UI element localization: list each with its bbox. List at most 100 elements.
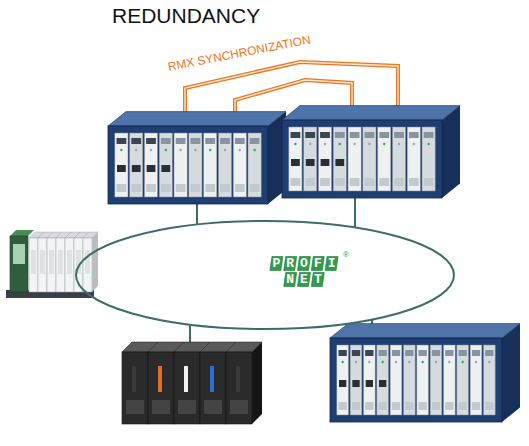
status-led xyxy=(353,143,355,145)
status-led xyxy=(324,143,326,145)
status-led xyxy=(383,143,385,145)
head-module-top xyxy=(10,230,34,236)
module-panel xyxy=(432,350,440,356)
module-port xyxy=(352,380,359,387)
io-module xyxy=(115,133,128,197)
io-module xyxy=(337,345,349,415)
module-terminal xyxy=(85,250,90,274)
module-label xyxy=(117,184,127,192)
io-module xyxy=(378,127,391,191)
io-module xyxy=(470,345,482,415)
io-module xyxy=(350,345,362,415)
io-module xyxy=(189,133,202,197)
controller-rack xyxy=(330,324,520,422)
module-vent xyxy=(152,400,170,414)
io-module xyxy=(65,238,74,292)
module-port xyxy=(306,159,315,166)
io-module xyxy=(348,127,361,191)
io-module xyxy=(430,345,442,415)
status-led xyxy=(194,149,196,151)
black-module xyxy=(148,352,174,424)
io-module xyxy=(130,133,143,197)
network-wires xyxy=(90,195,372,346)
module-label xyxy=(305,178,315,186)
status-led xyxy=(294,143,296,145)
module-panel xyxy=(405,350,413,356)
rack-front xyxy=(282,120,442,198)
module-panel xyxy=(291,132,301,138)
rack-top xyxy=(108,112,286,126)
module-label xyxy=(335,178,345,186)
head-module xyxy=(10,236,28,292)
devices xyxy=(6,106,520,424)
module-label xyxy=(445,402,453,410)
status-led xyxy=(461,361,463,363)
module-port xyxy=(339,380,346,387)
module-panel xyxy=(320,132,330,138)
io-module xyxy=(483,345,495,415)
module-panel xyxy=(146,138,156,144)
module-panel xyxy=(352,350,360,356)
logo-cells xyxy=(75,220,455,330)
module-label xyxy=(419,402,427,410)
io-module xyxy=(144,133,157,197)
module-label xyxy=(472,402,480,410)
module-panel xyxy=(472,350,480,356)
module-label xyxy=(191,184,201,192)
module-panel xyxy=(161,138,171,144)
module-panel xyxy=(485,350,493,356)
status-led xyxy=(339,143,341,145)
io-module xyxy=(377,345,389,415)
black-module xyxy=(174,352,200,424)
module-terminal xyxy=(31,250,36,274)
module-side xyxy=(252,342,262,424)
module-stripe xyxy=(158,366,162,392)
remote-io xyxy=(6,230,98,298)
module-label xyxy=(379,402,387,410)
drive-controller xyxy=(122,342,262,424)
status-led xyxy=(150,149,152,151)
module-label xyxy=(409,178,419,186)
remote-io-side xyxy=(92,232,98,292)
module-terminal xyxy=(67,250,72,274)
io-module xyxy=(392,127,405,191)
module-panel xyxy=(250,138,260,144)
module-terminal xyxy=(58,250,63,274)
io-module xyxy=(204,133,217,197)
module-panel xyxy=(220,138,230,144)
io-module xyxy=(318,127,331,191)
logo-text: PROFI NET xyxy=(272,256,342,288)
module-panel xyxy=(445,350,453,356)
status-led xyxy=(488,361,490,363)
rack-side xyxy=(502,324,520,422)
module-panel xyxy=(131,138,141,144)
module-label xyxy=(339,402,347,410)
io-module xyxy=(407,127,420,191)
network-ellipse: PROFI NET xyxy=(75,220,455,330)
module-port xyxy=(291,159,300,166)
io-module xyxy=(174,133,187,197)
module-label xyxy=(161,184,171,192)
io-module xyxy=(233,133,246,197)
module-port xyxy=(147,165,156,172)
module-terminal xyxy=(49,250,54,274)
io-module xyxy=(333,127,346,191)
io-module xyxy=(417,345,429,415)
io-module xyxy=(304,127,317,191)
module-panel xyxy=(459,350,467,356)
head-module-face xyxy=(13,244,25,264)
io-module xyxy=(390,345,402,415)
module-label xyxy=(146,184,156,192)
module-label xyxy=(392,402,400,410)
module-terminal xyxy=(40,250,45,274)
diagram-title: REDUNDANCY xyxy=(112,4,260,28)
module-stripe xyxy=(210,366,214,392)
module-label xyxy=(405,402,413,410)
module-panel xyxy=(424,132,434,138)
module-port xyxy=(379,380,386,387)
module-panel xyxy=(350,132,360,138)
module-label xyxy=(320,178,330,186)
trademark-mark: ® xyxy=(343,250,349,259)
io-module xyxy=(38,238,47,292)
